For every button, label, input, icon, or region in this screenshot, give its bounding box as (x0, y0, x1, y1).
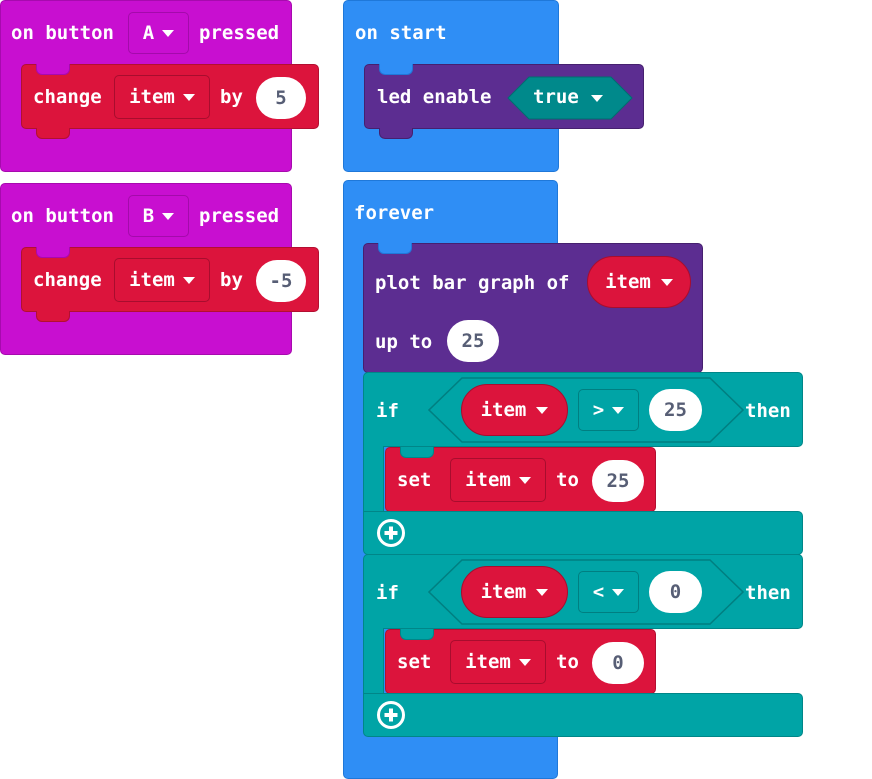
notch (379, 64, 413, 75)
chevron-down-icon (518, 658, 531, 666)
set-label: set (397, 469, 432, 491)
set-variable-dropdown[interactable]: item (450, 640, 546, 684)
set-item-0-block[interactable]: set item to 0 (385, 629, 656, 704)
notch (400, 629, 434, 640)
notch (400, 447, 434, 458)
chevron-down-icon (536, 406, 549, 414)
forever-label: forever (354, 202, 435, 224)
if-label: if (376, 582, 399, 604)
change-label: change (33, 269, 102, 291)
button-a-value: A (142, 22, 155, 44)
add-else-plus-icon[interactable] (377, 701, 405, 729)
if1-operator-dropdown[interactable]: > (578, 389, 639, 431)
amount-input[interactable]: -5 (256, 260, 306, 302)
if2-variable-label: item (480, 581, 527, 603)
amount-input[interactable]: 5 (256, 77, 306, 119)
chevron-down-icon (591, 95, 603, 102)
if2-compare-input[interactable]: 0 (649, 571, 702, 613)
change-label: change (33, 86, 102, 108)
if-block-1-footer (363, 511, 803, 555)
chevron-down-icon (162, 212, 175, 220)
on-button-a-label: on button (11, 22, 114, 44)
plot-variable-label: item (605, 271, 651, 293)
up-to-label: up to (375, 331, 433, 353)
if2-variable-dropdown[interactable]: item (461, 566, 568, 618)
chevron-down-icon (612, 406, 625, 414)
boolean-dropdown[interactable] (507, 76, 633, 120)
pressed-b-label: pressed (199, 205, 280, 227)
if-label: if (376, 400, 399, 422)
by-label: by (220, 86, 243, 108)
set-label: set (397, 651, 432, 673)
chevron-down-icon (182, 276, 195, 284)
set-variable-label: item (465, 651, 511, 673)
item-variable-label: item (129, 269, 175, 291)
up-to-input[interactable]: 25 (447, 320, 499, 362)
chevron-down-icon (162, 29, 175, 37)
notch (36, 64, 70, 75)
if-block-1-header[interactable]: if item > 25 then (363, 372, 803, 447)
if1-variable-dropdown[interactable]: item (461, 384, 568, 436)
by-label: by (220, 269, 243, 291)
if1-variable-label: item (480, 399, 527, 421)
plot-label: plot bar graph of (375, 272, 570, 294)
if-block-1-arm (363, 446, 384, 516)
chevron-down-icon (660, 278, 673, 286)
led-value: true (533, 86, 579, 108)
set-item-25-block[interactable]: set item to 25 (385, 447, 656, 522)
chevron-down-icon (182, 93, 195, 101)
if-block-2-header[interactable]: if item < 0 then (363, 554, 803, 629)
if2-operator-label: < (592, 581, 605, 603)
on-start-label: on start (355, 22, 447, 44)
connector (36, 128, 70, 139)
plot-variable-dropdown[interactable]: item (587, 256, 691, 308)
set-value-input[interactable]: 25 (592, 460, 644, 502)
notch (36, 247, 70, 258)
set-variable-label: item (465, 469, 511, 491)
then-label: then (745, 582, 791, 604)
set-variable-dropdown[interactable]: item (450, 458, 546, 502)
item-variable-dropdown[interactable]: item (114, 258, 210, 302)
change-item-by-5-block[interactable]: change item by 5 (21, 64, 319, 139)
plot-bar-graph-block[interactable]: plot bar graph of item up to 25 (363, 243, 703, 383)
chevron-down-icon (518, 476, 531, 484)
change-item-by-minus-5-block[interactable]: change item by -5 (21, 247, 319, 322)
led-enable-label: led enable (377, 86, 492, 108)
connector (379, 128, 413, 139)
chevron-down-icon (612, 588, 625, 596)
add-else-plus-icon[interactable] (377, 519, 405, 547)
on-button-b-label: on button (11, 205, 114, 227)
to-label: to (556, 651, 579, 673)
pressed-a-label: pressed (199, 22, 280, 44)
if2-operator-dropdown[interactable]: < (578, 571, 639, 613)
to-label: to (556, 469, 579, 491)
item-variable-label: item (129, 86, 175, 108)
if-block-2-arm (363, 628, 384, 698)
button-b-value: B (142, 205, 155, 227)
button-b-dropdown[interactable]: B (128, 195, 189, 237)
if1-operator-label: > (592, 399, 605, 421)
led-enable-block[interactable]: led enable true (364, 64, 644, 139)
if1-compare-input[interactable]: 25 (649, 389, 702, 431)
button-a-dropdown[interactable]: A (128, 12, 189, 54)
if-block-2-footer (363, 693, 803, 737)
chevron-down-icon (536, 588, 549, 596)
set-value-input[interactable]: 0 (592, 642, 644, 684)
notch (378, 243, 412, 254)
then-label: then (745, 400, 791, 422)
item-variable-dropdown[interactable]: item (114, 75, 210, 119)
connector (36, 311, 70, 322)
